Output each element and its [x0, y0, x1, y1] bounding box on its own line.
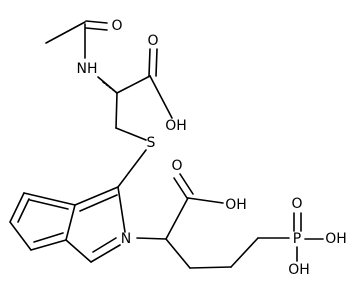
cysteine-backbone [97, 48, 173, 141]
ring5-n-c3-bond [90, 244, 121, 263]
acid1-coh-bond [149, 75, 173, 119]
alpha-to-ch2-bond [115, 92, 118, 129]
ring5-c7a-c1-double [79, 194, 118, 212]
benz-c4-c5-bond [9, 221, 32, 251]
methyl-bond [45, 21, 86, 44]
benz-c6-c7-bond [23, 192, 76, 206]
alpha-stereo-bond [102, 81, 118, 94]
phosphonic-hydroxyl-2-label: OH [288, 262, 310, 278]
benz-c5-c6-bond [9, 192, 25, 223]
benz-c6-c7-inner [29, 199, 69, 210]
n-to-ch-bond [136, 237, 167, 240]
amide-nh-label: NH [77, 61, 98, 77]
s-to-ring-bond [117, 149, 147, 188]
acid2-co-bond-b [179, 173, 194, 195]
ch2-to-s-bond [115, 127, 147, 141]
phosphoryl-oxygen-label: O [291, 196, 302, 212]
benz-c3a-c4-double [33, 232, 64, 243]
alpha-to-carboxyl-bond [116, 75, 151, 94]
isoindole-ring [9, 186, 126, 263]
phosphorus-label: P [293, 231, 301, 247]
acid1-hydroxyl-label: OH [165, 118, 187, 134]
ring5-c7a-c1-bond [74, 186, 119, 206]
ring5-c1-n-bond [117, 186, 126, 233]
benz-c7a-c3a-bond [65, 204, 76, 241]
chain-c3-c4-bond [230, 237, 259, 268]
acid2-co-bond-a [173, 177, 188, 199]
acetyl-oxygen-label: O [111, 18, 122, 34]
sulfur-label: S [147, 135, 156, 151]
ring5-c3-double [92, 237, 117, 253]
phosphonic-hydroxyl-1-label: OH [325, 231, 347, 247]
benz-c5-c6-double [17, 198, 30, 223]
chain-c1-c2-bond [165, 238, 191, 269]
phosphonic-acid [293, 212, 324, 262]
thioether-link [117, 149, 147, 188]
benz-c3a-c4-bond [30, 239, 67, 251]
ch-to-carboxyl-bond [165, 197, 189, 240]
acid2-oxygen-label: O [171, 158, 182, 174]
acid2-coh-bond [187, 197, 224, 204]
ring5-c3-c3a-bond [65, 239, 92, 263]
side-chain [136, 173, 290, 269]
acid1-co-bond-b [155, 48, 158, 77]
carbonyl-bond-2 [85, 27, 108, 31]
isoindole-nitrogen-label: N [121, 231, 131, 247]
acid1-oxygen-label: O [147, 33, 158, 49]
acetyl-group [45, 20, 108, 59]
chain-c2-c3-bond [189, 266, 232, 269]
carbonyl-bond-1 [85, 20, 108, 24]
acid1-co-bond-a [148, 48, 151, 77]
acid2-hydroxyl-label: OH [225, 197, 247, 213]
